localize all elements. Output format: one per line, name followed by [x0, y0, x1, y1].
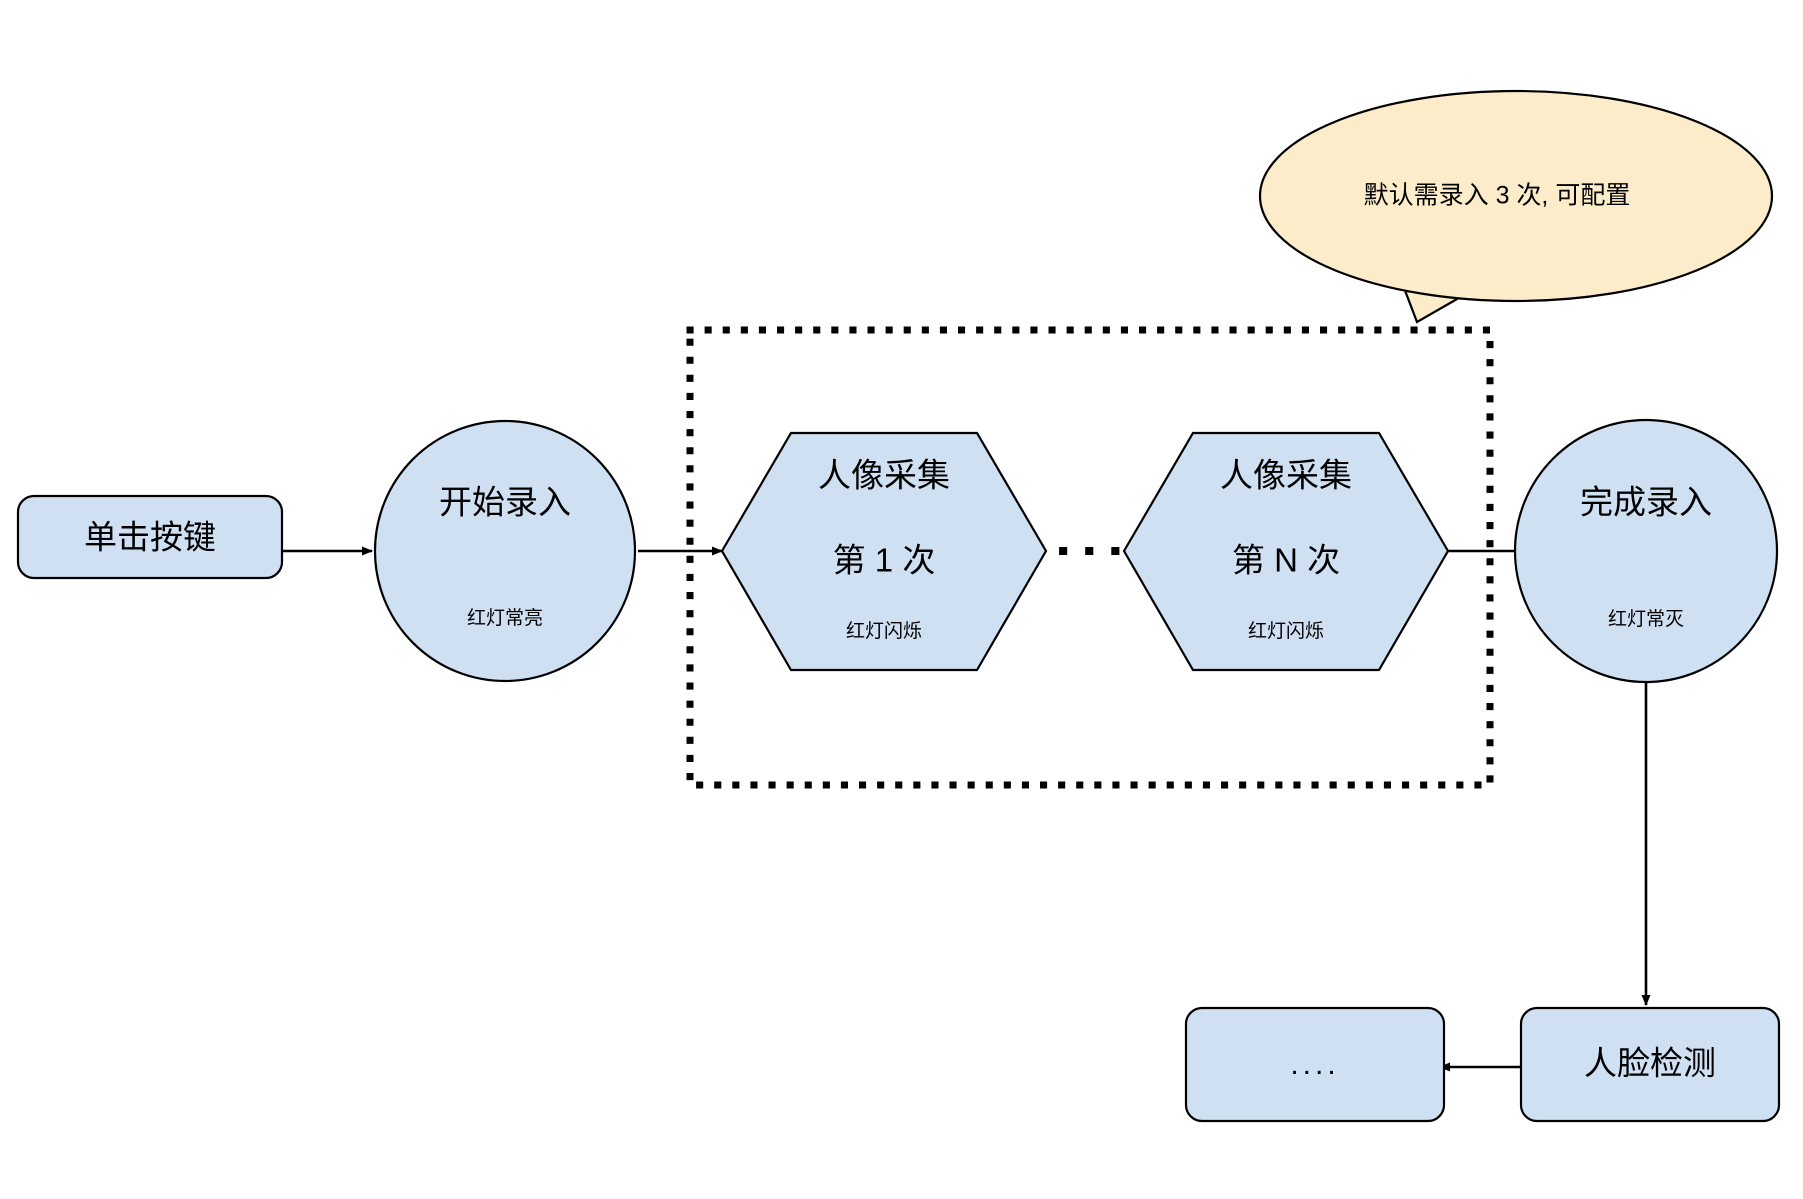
- node-more-steps[interactable]: ....: [1184, 1006, 1446, 1123]
- node-capture-first[interactable]: 人像采集 第 1 次 红灯闪烁: [720, 431, 1048, 672]
- node-face-detect-label: 人脸检测: [1584, 1045, 1716, 1082]
- node-start-enroll-shape[interactable]: [373, 419, 637, 683]
- node-more-steps-shape[interactable]: [1184, 1006, 1446, 1123]
- node-face-detect-shape[interactable]: [1519, 1006, 1781, 1123]
- callout-text: 默认需录入 3 次, 可配置: [1364, 182, 1631, 210]
- node-capture-first-sublabel: 红灯闪烁: [846, 620, 922, 642]
- callout-default-enroll-count: 默认需录入 3 次, 可配置: [1258, 89, 1774, 324]
- node-finish-enroll-shape[interactable]: [1513, 418, 1779, 684]
- capture-loop-group-boundary: [686, 326, 1494, 789]
- node-start-enroll-sublabel: 红灯常亮: [467, 607, 543, 629]
- node-press-key-shape[interactable]: [16, 494, 284, 580]
- node-capture-nth-shape[interactable]: [1122, 431, 1450, 672]
- node-face-detect[interactable]: 人脸检测: [1519, 1006, 1781, 1123]
- node-capture-nth-sublabel: 红灯闪烁: [1248, 620, 1324, 642]
- node-capture-nth[interactable]: 人像采集 第 N 次 红灯闪烁: [1122, 431, 1450, 672]
- node-capture-first-shape[interactable]: [720, 431, 1048, 672]
- node-capture-nth-label-line2: 第 N 次: [1232, 542, 1340, 579]
- node-start-enroll[interactable]: 开始录入 红灯常亮: [373, 419, 637, 683]
- node-finish-enroll[interactable]: 完成录入 红灯常灭: [1513, 418, 1779, 684]
- node-capture-nth-label-line1: 人像采集: [1220, 457, 1352, 494]
- node-press-key[interactable]: 单击按键: [16, 494, 284, 580]
- callout-bubble-shape: [1258, 89, 1774, 303]
- node-capture-first-label-line2: 第 1 次: [833, 542, 936, 579]
- node-press-key-label: 单击按键: [84, 519, 216, 556]
- node-capture-first-label-line1: 人像采集: [818, 457, 950, 494]
- node-finish-enroll-label: 完成录入: [1580, 484, 1712, 521]
- node-finish-enroll-sublabel: 红灯常灭: [1608, 608, 1684, 630]
- node-start-enroll-label: 开始录入: [439, 484, 571, 521]
- node-more-steps-label: ....: [1290, 1048, 1339, 1081]
